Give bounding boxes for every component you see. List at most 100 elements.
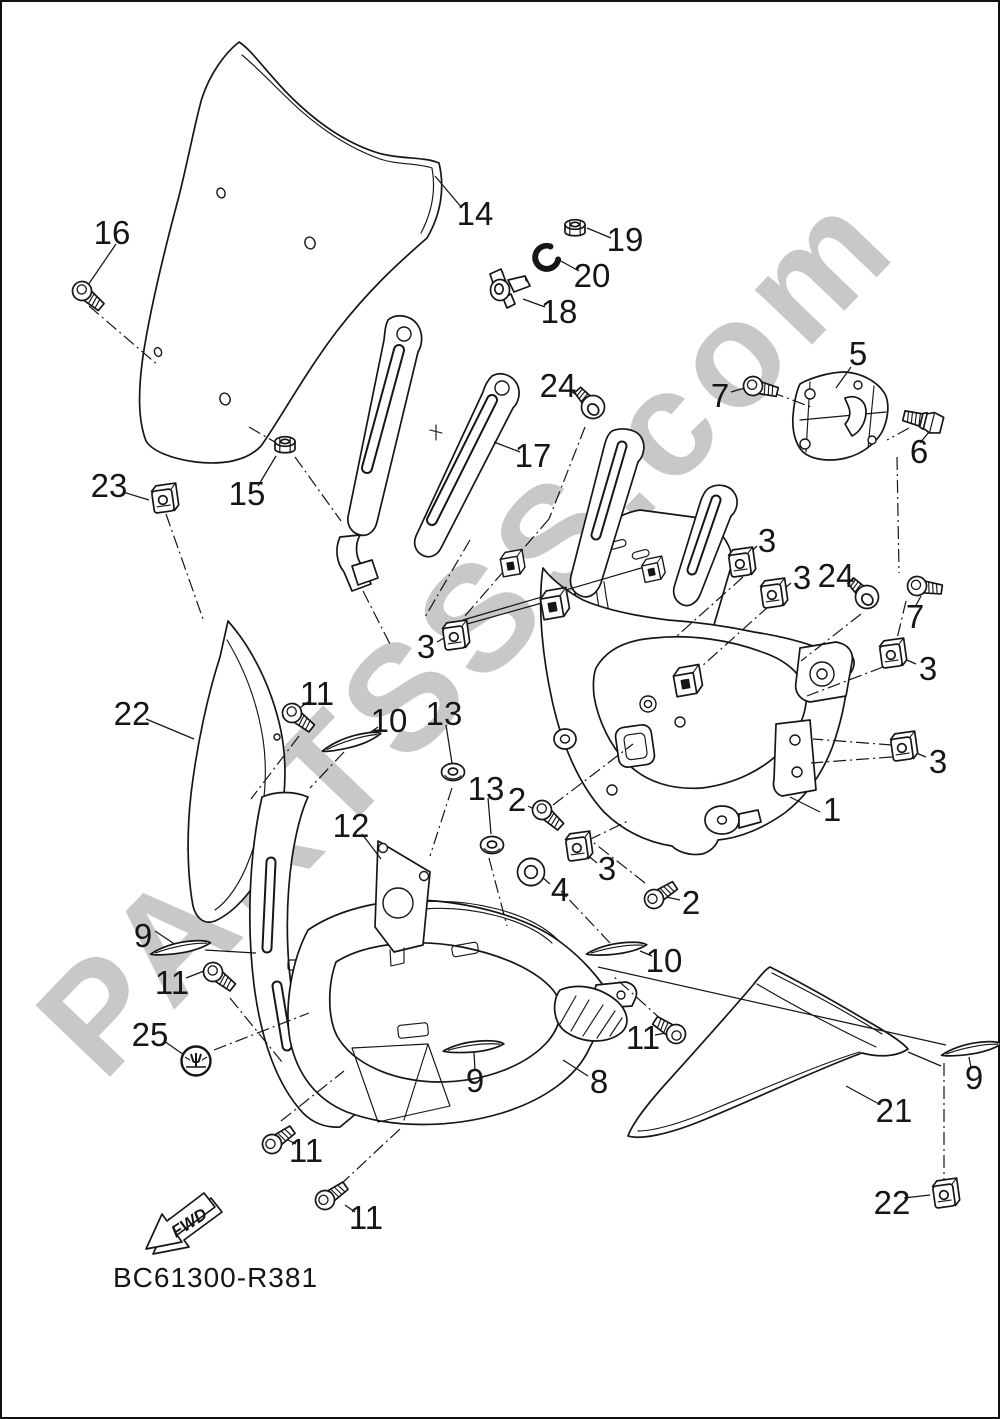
axis-line [424,539,471,618]
callout-6: 6 [910,433,928,470]
callout-11: 11 [300,675,334,712]
callout-20: 20 [574,257,611,294]
callout-1: 1 [823,791,841,828]
axis-line [362,590,392,647]
axis-line [676,576,744,637]
callout-16: 16 [94,214,131,251]
callout-13: 13 [468,770,505,807]
leader-line [473,1052,476,1071]
axis-line [165,513,204,620]
axis-line [309,751,345,789]
axis-line [895,600,907,644]
callout-25: 25 [132,1016,169,1053]
callout-12: 12 [333,807,370,844]
callout-3: 3 [758,522,776,559]
callout-3: 3 [793,559,811,596]
callout-10: 10 [646,942,683,979]
callout-17: 17 [515,437,552,474]
axis-line [552,743,634,806]
leader-line [562,1059,589,1077]
callout-7: 7 [906,598,924,635]
axis-line [229,997,283,1063]
leader-line [185,970,205,979]
clip-nut [889,730,920,763]
leader-line [968,1056,972,1069]
callout-18: 18 [541,293,578,330]
axis-line [548,426,586,520]
leader-line [257,455,277,487]
leader-line [163,1040,185,1056]
washer [440,762,466,782]
callout-9: 9 [466,1062,484,1099]
callout-3: 3 [598,850,616,887]
axis-line [770,391,812,408]
callout-22: 22 [874,1184,911,1221]
clip-nut [441,619,472,652]
axis-line [612,975,664,1022]
leader-line [789,796,821,813]
axis-line [560,890,611,944]
leader-line [85,243,117,289]
flange-nut [564,218,586,237]
clip-nut [878,637,909,670]
leader-line [639,950,653,957]
leader-line [903,1194,931,1199]
leader-line [361,833,382,860]
clip-nut [931,1177,962,1210]
axis-line [806,666,884,697]
callout-11: 11 [155,964,189,1001]
callout-13: 13 [426,695,463,732]
callout-21: 21 [876,1092,913,1129]
callout-10: 10 [371,702,408,739]
callout-11: 11 [349,1199,383,1236]
axis-line [339,1127,402,1186]
clip-nut [727,546,758,579]
axis-line [810,756,893,764]
callout-3: 3 [929,743,947,780]
leader-line [907,1051,942,1067]
callout-22: 22 [114,695,151,732]
callout-4: 4 [551,871,569,908]
leader-line [845,1085,880,1105]
leader-line [445,724,453,764]
callout-3: 3 [919,650,937,687]
leader-line [522,298,546,308]
callout-2: 2 [508,781,526,818]
leader-line [835,366,852,389]
grommet [516,857,546,887]
leader-line [466,600,550,625]
part-8-inner-panel [248,791,638,1128]
callout-11: 11 [626,1019,660,1056]
fwd-arrow: FWD [145,1192,223,1255]
drawing-code: BC61300-R381 [113,1262,318,1293]
leader-line [434,175,463,209]
axis-line [886,427,910,441]
callout-14: 14 [457,195,494,232]
flange-nut [274,435,296,454]
callout-8: 8 [590,1063,608,1100]
leader-line [493,441,521,453]
part-14-windshield [138,41,443,464]
axis-line [280,1070,345,1122]
leader-line [122,491,150,501]
callout-9: 9 [134,917,152,954]
callout-11: 11 [289,1132,323,1169]
callout-7: 7 [711,377,729,414]
leader-line [586,227,612,239]
washer [479,835,505,855]
clip-nut [150,482,181,515]
part-12-side-panel [374,840,431,967]
callout-15: 15 [229,475,266,512]
callout-3: 3 [417,628,435,665]
axis-line [588,838,646,884]
leader-line [145,718,195,740]
callout-5: 5 [849,335,867,372]
leader-line [597,966,947,1046]
leader-line [154,930,177,946]
callout-19: 19 [607,221,644,258]
leader-line [204,949,257,954]
